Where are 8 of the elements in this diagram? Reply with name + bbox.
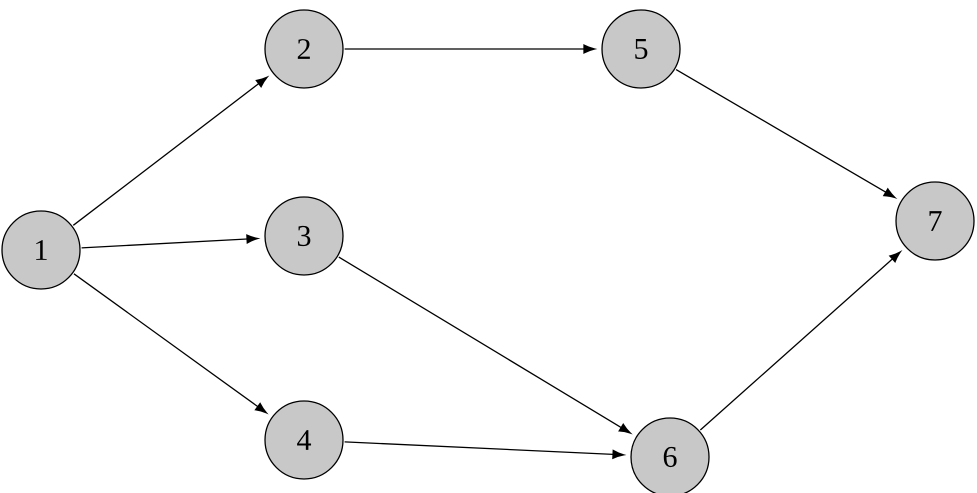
- arrow: [72, 76, 268, 226]
- arrow: [74, 273, 267, 414]
- arrow: [344, 44, 596, 54]
- arrow: [344, 441, 624, 459]
- arrow: [676, 68, 896, 198]
- arrow: [700, 251, 901, 430]
- arrow: [82, 234, 258, 248]
- arrow: [338, 256, 631, 434]
